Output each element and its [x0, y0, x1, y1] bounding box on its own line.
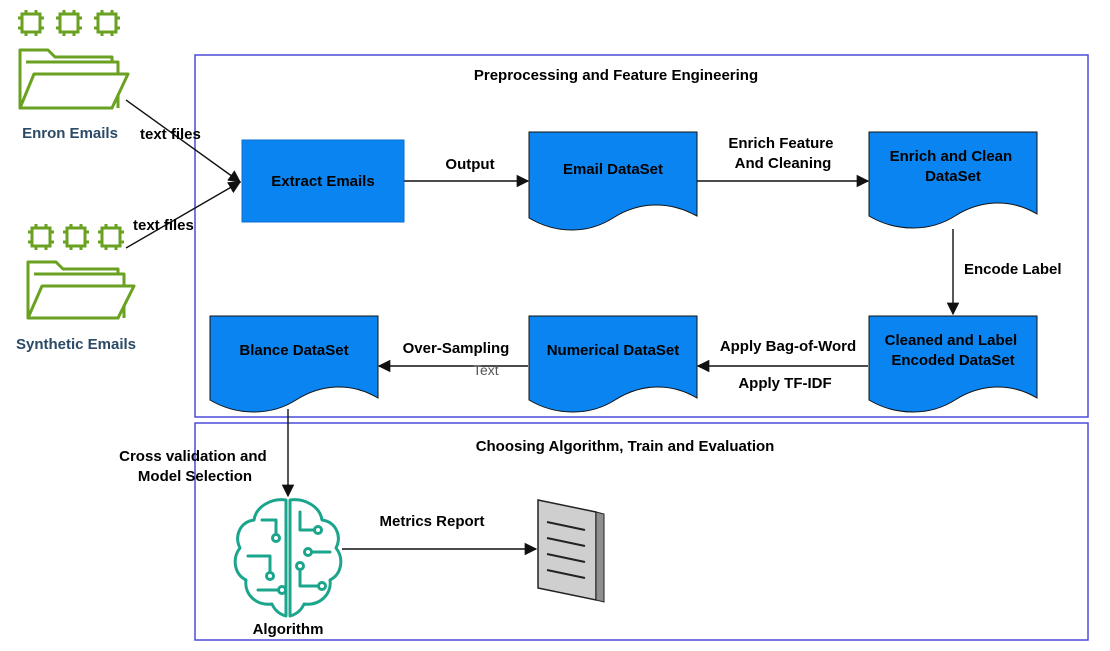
enrich-clean-line1: Enrich and Clean: [890, 148, 1013, 165]
chip-icons: [28, 224, 124, 250]
chip-icons: [18, 10, 120, 36]
training-section-title: Choosing Algorithm, Train and Evaluation: [476, 438, 775, 455]
edge-stray-text: Text: [473, 362, 499, 378]
cleaned-label-dataset-node: [868, 315, 1038, 413]
cleaned-label-line1: Cleaned and Label: [885, 332, 1018, 349]
edge-label-text-files-2: text files: [133, 217, 194, 234]
document-icon: [537, 499, 605, 603]
email-dataset-label: Email DataSet: [563, 161, 663, 178]
edge-label-output: Output: [445, 156, 494, 173]
cleaned-label-line2: Encoded DataSet: [891, 352, 1014, 369]
enron-source: Enron Emails: [18, 10, 130, 142]
numerical-dataset-label: Numerical DataSet: [547, 342, 680, 359]
folder-icon: [18, 48, 130, 110]
edge-label-text-files-1: text files: [140, 126, 201, 143]
enrich-clean-dataset-node: [868, 131, 1038, 229]
edge-synthetic-to-extract: [125, 181, 242, 249]
extract-emails-label: Extract Emails: [271, 173, 374, 190]
edge-label-over-sampling: Over-Sampling: [403, 340, 510, 357]
training-section: [194, 422, 1089, 641]
algorithm-label: Algorithm: [253, 621, 324, 638]
cross-validation-line1: Cross validation and: [119, 448, 267, 465]
folder-icon: [26, 260, 136, 320]
edge-enron-to-extract: [125, 99, 242, 183]
synthetic-label: Synthetic Emails: [16, 336, 136, 353]
edge-label-enrich-line1: Enrich Feature: [728, 135, 833, 152]
extract-emails-node: [241, 139, 405, 223]
preprocessing-section: [194, 54, 1089, 418]
synthetic-source: Synthetic Emails: [16, 224, 136, 353]
cross-validation-line2: Model Selection: [138, 468, 252, 485]
balance-dataset-label: Blance DataSet: [239, 342, 348, 359]
numerical-dataset-node: [528, 315, 698, 413]
edge-label-bag-of-word: Apply Bag-of-Word: [720, 338, 856, 355]
enrich-clean-line2: DataSet: [925, 168, 981, 185]
edge-label-enrich-feature: Enrich Feature And Cleaning: [728, 135, 837, 172]
balance-dataset-node: [209, 315, 379, 413]
enron-label: Enron Emails: [22, 125, 118, 142]
preprocessing-section-title: Preprocessing and Feature Engineering: [474, 67, 758, 84]
edge-label-metrics-report: Metrics Report: [379, 513, 484, 530]
edge-label-encode-label: Encode Label: [964, 261, 1062, 278]
brain-circuit-icon: [233, 498, 343, 618]
enrich-clean-label: Enrich and Clean DataSet: [890, 148, 1017, 185]
cleaned-label-label: Cleaned and Label Encoded DataSet: [885, 332, 1022, 369]
email-dataset-node: [528, 131, 698, 231]
edge-label-cross-validation: Cross validation and Model Selection: [119, 448, 271, 485]
edge-label-tf-idf: Apply TF-IDF: [738, 375, 831, 392]
edge-label-enrich-line2: And Cleaning: [735, 155, 832, 172]
